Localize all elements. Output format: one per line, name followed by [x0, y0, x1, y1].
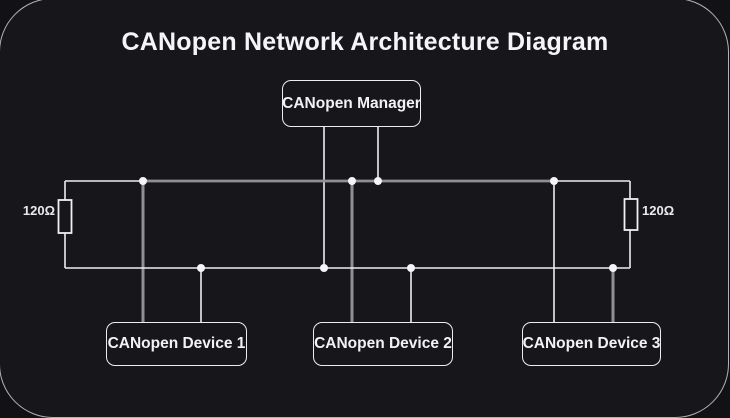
junction-dot — [348, 177, 356, 185]
junction-dot — [550, 177, 558, 185]
canopen-device-1-node: CANopen Device 1 — [106, 322, 247, 366]
junction-dot — [197, 264, 205, 272]
canopen-device-2-node: CANopen Device 2 — [313, 322, 453, 366]
right-terminator-resistor — [623, 198, 639, 231]
diagram-title: CANopen Network Architecture Diagram — [121, 28, 609, 56]
canopen-manager-node: CANopen Manager — [282, 80, 421, 127]
junction-dot — [320, 264, 328, 272]
terminator-stubs — [64, 181, 631, 268]
drop-lines-white — [200, 127, 555, 322]
junction-dot — [374, 177, 382, 185]
device-drop-lines-gray — [141, 181, 615, 322]
junction-dot — [609, 264, 617, 272]
junction-dots — [139, 177, 617, 272]
left-terminator-label: 120Ω — [22, 203, 55, 218]
junction-dot — [139, 177, 147, 185]
canopen-device-3-node: CANopen Device 3 — [522, 322, 661, 366]
junction-dot — [407, 264, 415, 272]
right-terminator-label: 120Ω — [642, 203, 675, 218]
left-terminator-resistor — [57, 199, 73, 234]
